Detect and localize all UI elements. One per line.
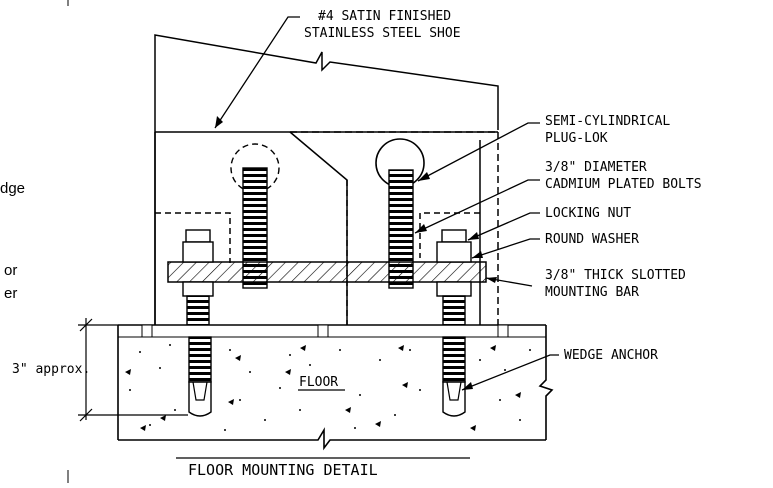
bolts-arrowhead [415, 224, 427, 233]
depth-dimension-label: 3" approx. [12, 362, 90, 377]
mounting-bar [167, 261, 487, 283]
locking-nut-label: LOCKING NUT [545, 206, 631, 221]
bolts-label-line2: CADMIUM PLATED BOLTS [545, 177, 702, 192]
anchor-assembly-right [436, 229, 472, 327]
plug-lok-left [230, 143, 280, 193]
bar-label-line1: 3/8" THICK SLOTTED [545, 268, 686, 283]
side-text-2: or [4, 262, 17, 279]
wedge-anchor-leader [461, 354, 559, 391]
wedge-anchor-label: WEDGE ANCHOR [564, 348, 658, 363]
locking-nut-arrowhead [468, 232, 479, 240]
wedge-anchor-arrowhead [462, 382, 473, 390]
shoe-label-line1: #4 SATIN FINISHED [318, 9, 451, 24]
bar-label-line2: MOUNTING BAR [545, 285, 639, 300]
wedge-anchor-left [188, 336, 212, 417]
plug-leader [417, 122, 540, 182]
bolts-leader [414, 179, 540, 234]
bar-arrowhead [486, 277, 497, 283]
plug-arrowhead [418, 172, 430, 181]
shoe-arrowhead [215, 116, 223, 128]
round-washer-arrowhead [472, 251, 483, 258]
anchor-assembly-left [182, 229, 214, 327]
locking-nut-leader [467, 212, 540, 241]
plug-label-line2: PLUG-LOK [545, 131, 608, 146]
wedge-anchor-right [442, 336, 466, 417]
side-text-3: er [4, 285, 17, 302]
diagram-title: FLOOR MOUNTING DETAIL [188, 461, 378, 479]
steel-shoe [154, 34, 499, 325]
shoe-label-line2: STAINLESS STEEL SHOE [304, 26, 461, 41]
depth-dimension [78, 318, 188, 422]
round-washer-leader [471, 238, 540, 259]
plug-label-line1: SEMI-CYLINDRICAL [545, 114, 670, 129]
shoe-leader [214, 16, 300, 129]
side-text-1: dge [0, 180, 25, 197]
round-washer-label: ROUND WASHER [545, 232, 639, 247]
bolts-label-line1: 3/8" DIAMETER [545, 160, 647, 175]
floor-label: FLOOR [299, 375, 338, 390]
